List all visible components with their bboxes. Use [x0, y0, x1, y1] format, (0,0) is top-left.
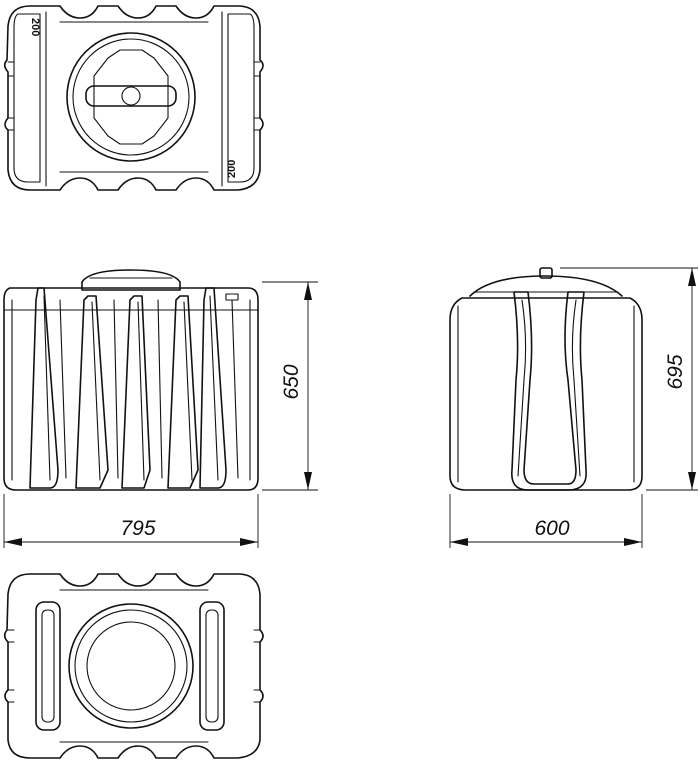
width-front-label: 795: [120, 517, 155, 540]
dimension-height-side: 695: [560, 267, 698, 491]
side-recess: [511, 291, 587, 491]
top-lid-outer: [66, 32, 196, 162]
bottom-view-outline: [3, 573, 264, 759]
side-view: [449, 267, 643, 491]
height-side-label: 695: [664, 354, 687, 389]
front-ribs: [29, 287, 239, 489]
dimension-height-front: 650: [262, 281, 318, 491]
bottom-ring-outer: [68, 603, 194, 729]
right-mark-label: 200: [226, 160, 238, 178]
side-body-outline: [449, 297, 643, 491]
bottom-left-foot: [35, 601, 61, 731]
height-front-label: 650: [280, 364, 303, 399]
top-lid-cap: [93, 49, 169, 145]
top-view-outline: [3, 5, 264, 191]
front-body-outline: [3, 287, 259, 491]
width-side-label: 600: [534, 517, 569, 540]
front-lid: [81, 269, 181, 291]
side-lid: [469, 275, 623, 297]
top-lid-inner: [72, 38, 190, 156]
front-view: [3, 269, 259, 491]
top-lid-handle: [85, 85, 177, 107]
dimension-width-front: 795: [3, 494, 259, 548]
left-mark-label: 200: [29, 18, 41, 36]
bottom-ring-inner: [86, 621, 176, 711]
bottom-right-foot: [199, 601, 225, 731]
bottom-view: [3, 573, 264, 759]
dimension-width-side: 600: [449, 494, 643, 548]
top-view: 200 200: [3, 5, 264, 191]
